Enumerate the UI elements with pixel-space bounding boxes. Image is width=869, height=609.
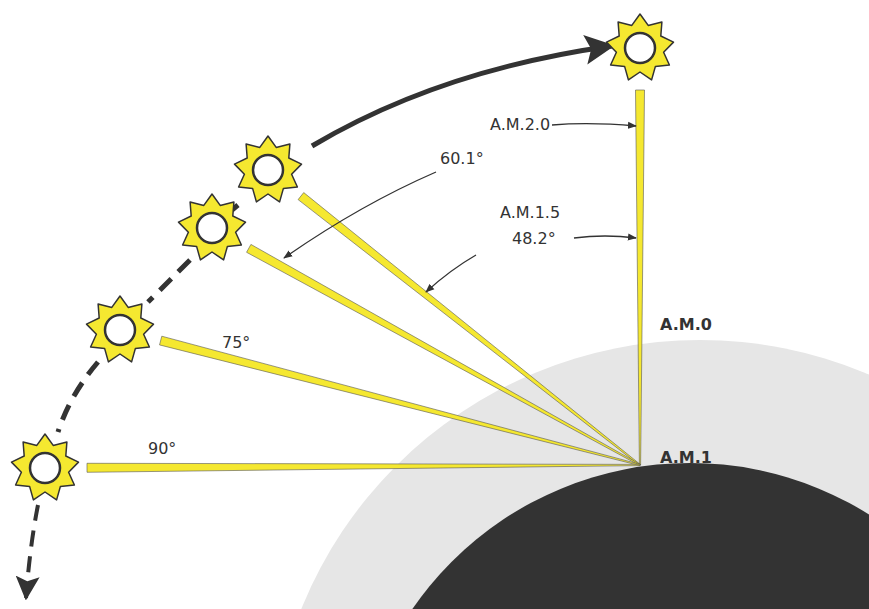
illustration-part	[235, 136, 302, 202]
illustration-part	[160, 336, 641, 465]
air-mass-label: A.M.0	[660, 316, 712, 334]
illustration-part	[607, 14, 674, 80]
illustration-part	[197, 213, 227, 243]
illustration-part	[552, 124, 636, 126]
illustration-part	[105, 315, 135, 345]
angle-label: 90°	[148, 440, 176, 458]
illustration-part	[426, 255, 476, 292]
illustration-part	[179, 194, 246, 260]
illustration-part	[625, 33, 655, 63]
angle-label: 60.1°	[440, 150, 484, 168]
illustration-part	[26, 505, 38, 598]
illustration-part	[247, 244, 641, 465]
angle-label: A.M.2.0	[490, 116, 550, 134]
illustration-part	[12, 434, 79, 500]
illustration-part	[353, 463, 869, 609]
illustration-part	[179, 194, 246, 260]
illustration-part	[574, 236, 636, 238]
illustration-part	[148, 260, 190, 302]
illustration-part	[607, 14, 674, 80]
angle-label: 75°	[222, 334, 250, 352]
illustration-part	[636, 90, 645, 465]
illustration-part	[12, 434, 79, 500]
illustration-part	[87, 296, 154, 362]
illustration-part	[270, 340, 869, 609]
air-mass-label: A.M.1	[660, 449, 712, 467]
angle-label: 48.2°	[512, 230, 556, 248]
illustration-part	[235, 136, 302, 202]
illustration-part	[312, 46, 612, 146]
angle-label: A.M.1.5	[500, 204, 560, 222]
illustration-part	[30, 453, 60, 483]
illustration-part	[284, 172, 436, 258]
illustration-part	[253, 155, 283, 185]
illustration-part	[298, 193, 640, 466]
illustration-part	[87, 296, 154, 362]
illustration-part	[87, 463, 640, 472]
illustration-part	[58, 362, 98, 432]
